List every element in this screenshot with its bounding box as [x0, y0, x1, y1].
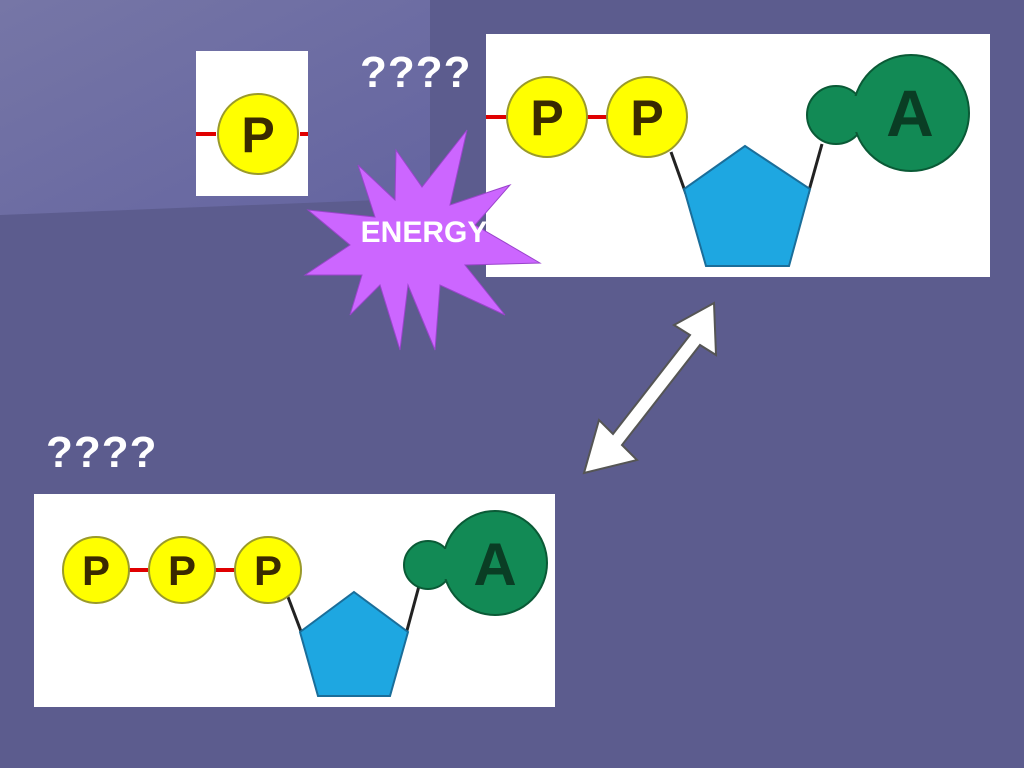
- free-phosphate-panel: P: [196, 51, 308, 196]
- adenine-base: A: [806, 54, 970, 172]
- phosphate-circle: P: [234, 536, 302, 604]
- phosphate-label: P: [82, 547, 110, 594]
- phosphate-circle: P: [148, 536, 216, 604]
- ribose-sugar-pentagon: [682, 144, 812, 267]
- reversible-arrow: [582, 301, 718, 475]
- adenine-label: A: [473, 531, 516, 598]
- phosphate-label: P: [168, 547, 196, 594]
- ribose-sugar-pentagon: [298, 590, 410, 697]
- phosphate-circle: P: [217, 93, 299, 175]
- atp-question-label: ????: [46, 428, 158, 477]
- adenine-label: A: [886, 76, 934, 150]
- phosphate-circle: P: [506, 76, 588, 158]
- phosphate-label: P: [630, 90, 663, 146]
- adenine-base: A: [403, 510, 548, 616]
- phosphate-label: P: [530, 90, 563, 146]
- phosphate-circle: P: [606, 76, 688, 158]
- energy-burst: ENERGY: [303, 129, 542, 351]
- phosphate-label: P: [254, 547, 282, 594]
- phosphate-circle: P: [62, 536, 130, 604]
- phosphate-label: P: [241, 107, 274, 163]
- energy-label: ENERGY: [361, 216, 488, 249]
- adp-question-label: ????: [360, 48, 472, 97]
- adp-panel: P P A: [486, 34, 990, 277]
- atp-panel: P P P A: [34, 494, 555, 707]
